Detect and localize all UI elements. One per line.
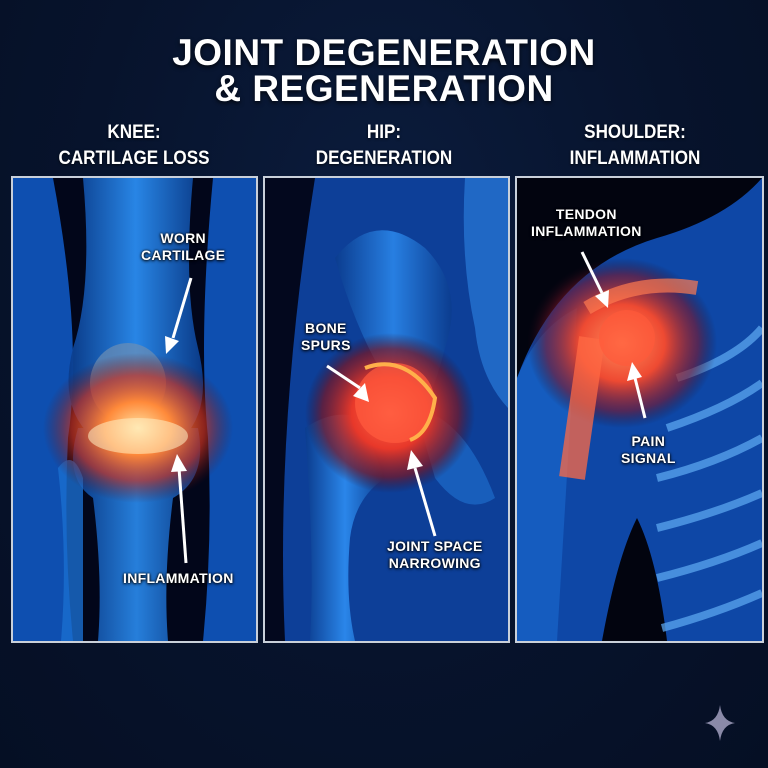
tendon-inflammation-line-2: INFLAMMATION [531,223,642,239]
knee-heading-line-2: CARTILAGE LOSS [58,148,210,169]
worn-cartilage-line-2: CARTILAGE [141,247,226,263]
title-line-1: JOINT DEGENERATION [172,32,596,73]
knee-heading: KNEE: CARTILAGE LOSS [22,120,247,172]
bone-spurs-line-1: BONE [305,320,347,336]
bone-spurs-label: BONE SPURS [301,320,351,354]
arrow-icon [165,277,193,564]
joint-space-narrowing-line-2: NARROWING [388,555,481,571]
inflammation-label: INFLAMMATION [123,570,234,587]
worn-cartilage-label: WORN CARTILAGE [141,230,225,264]
shoulder-panel: TENDON INFLAMMATION PAIN SIGNAL [515,176,764,643]
inflammation-line-1: INFLAMMATION [123,570,234,586]
joint-space-narrowing-line-1: JOINT SPACE [387,538,483,554]
knee-illustration [13,178,256,641]
knee-panel: WORN CARTILAGE INFLAMMATION [11,176,258,643]
knee-heading-line-1: KNEE: [107,122,161,143]
title-line-2: & REGENERATION [214,68,554,109]
hip-illustration [265,178,508,641]
arrow-icon [326,364,437,537]
shoulder-heading-line-1: SHOULDER: [584,122,686,143]
tendon-inflammation-line-1: TENDON [555,206,617,222]
hip-heading: HIP: DEGENERATION [272,120,497,172]
pain-signal-label: PAIN SIGNAL [621,433,676,467]
hip-heading-line-2: DEGENERATION [315,148,453,169]
shoulder-heading: SHOULDER: INFLAMMATION [523,120,748,172]
shoulder-heading-line-2: INFLAMMATION [569,148,701,169]
tendon-inflammation-label: TENDON INFLAMMATION [531,206,642,240]
arrow-icon [580,251,647,419]
pain-signal-line-1: PAIN [631,433,666,449]
joint-space-narrowing-label: JOINT SPACE NARROWING [387,538,483,572]
sparkle-icon [705,705,735,741]
shoulder-illustration [517,178,762,641]
worn-cartilage-line-1: WORN [160,230,206,246]
pain-signal-line-2: SIGNAL [621,450,676,466]
hip-panel: BONE SPURS JOINT SPACE NARROWING [263,176,510,643]
bone-spurs-line-2: SPURS [301,337,351,353]
hip-heading-line-1: HIP: [366,122,402,143]
